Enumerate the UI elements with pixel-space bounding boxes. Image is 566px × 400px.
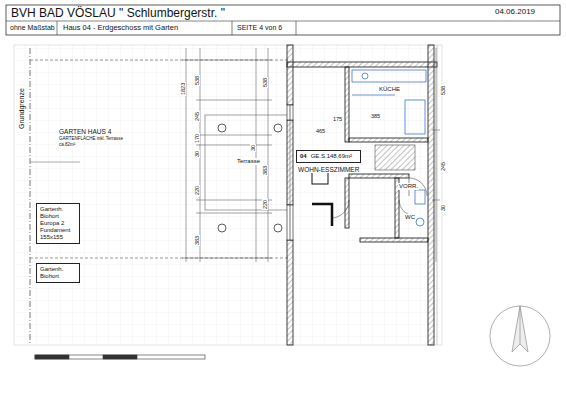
property-line-label: Grundgrenze bbox=[18, 87, 26, 130]
dimension: 385 bbox=[370, 113, 381, 119]
node-text: Gartenh. Biohort bbox=[40, 266, 76, 280]
dimension: 1823 bbox=[180, 82, 186, 96]
garden-shed-box: Gartenh. Biohort Europa 2 Fundament 155x… bbox=[36, 203, 80, 244]
garden-label: GARTEN HAUS 4 bbox=[58, 128, 112, 135]
dimension: 175 bbox=[332, 116, 343, 122]
room-name: WOHN-ESSZIMMER bbox=[297, 166, 360, 173]
room-name: WC bbox=[404, 214, 416, 221]
dimension: 538 bbox=[262, 77, 268, 88]
dimension: 220 bbox=[194, 185, 200, 196]
dimension: 383 bbox=[194, 235, 200, 246]
room-name: KÜCHE bbox=[378, 86, 401, 93]
date: 04.06.2019 bbox=[494, 8, 536, 17]
dimension: 220 bbox=[262, 199, 268, 210]
garden-note: GARTENFLÄCHE inkl. Terrasse bbox=[58, 137, 124, 142]
garden-area: ca.82m² bbox=[58, 143, 76, 148]
node-text: 04 bbox=[300, 153, 307, 160]
dimension: 30 bbox=[194, 150, 200, 158]
dimension: 538 bbox=[194, 75, 200, 86]
room-name: Terrasse bbox=[236, 158, 261, 165]
dimension: 30 bbox=[250, 144, 256, 152]
page-number: SEITE 4 von 6 bbox=[236, 24, 283, 32]
dimension: 538 bbox=[440, 85, 446, 96]
dimension: 465 bbox=[315, 128, 326, 134]
page-title: BVH BAD VÖSLAU " Schlumbergerstr. " bbox=[10, 7, 226, 20]
scale-note: ohne Maßstab bbox=[9, 24, 56, 32]
dimension: 383 bbox=[262, 165, 268, 176]
node-text: GE.S.148,69m² bbox=[311, 153, 352, 160]
room-name: VORR. bbox=[398, 183, 419, 190]
dimension: 170 bbox=[194, 133, 200, 144]
node-text: Gartenh. Biohort Europa 2 Fundament 155x… bbox=[40, 206, 76, 240]
unit-area-box: 04 GE.S.148,69m² bbox=[296, 150, 361, 163]
dimension: 30 bbox=[440, 204, 446, 212]
dimension: 245 bbox=[440, 161, 446, 172]
sheet-title: Haus 04 - Erdgeschoss mit Garten bbox=[62, 24, 179, 32]
garden-shed-box: Gartenh. Biohort bbox=[36, 263, 80, 283]
dimension: 245 bbox=[194, 111, 200, 122]
